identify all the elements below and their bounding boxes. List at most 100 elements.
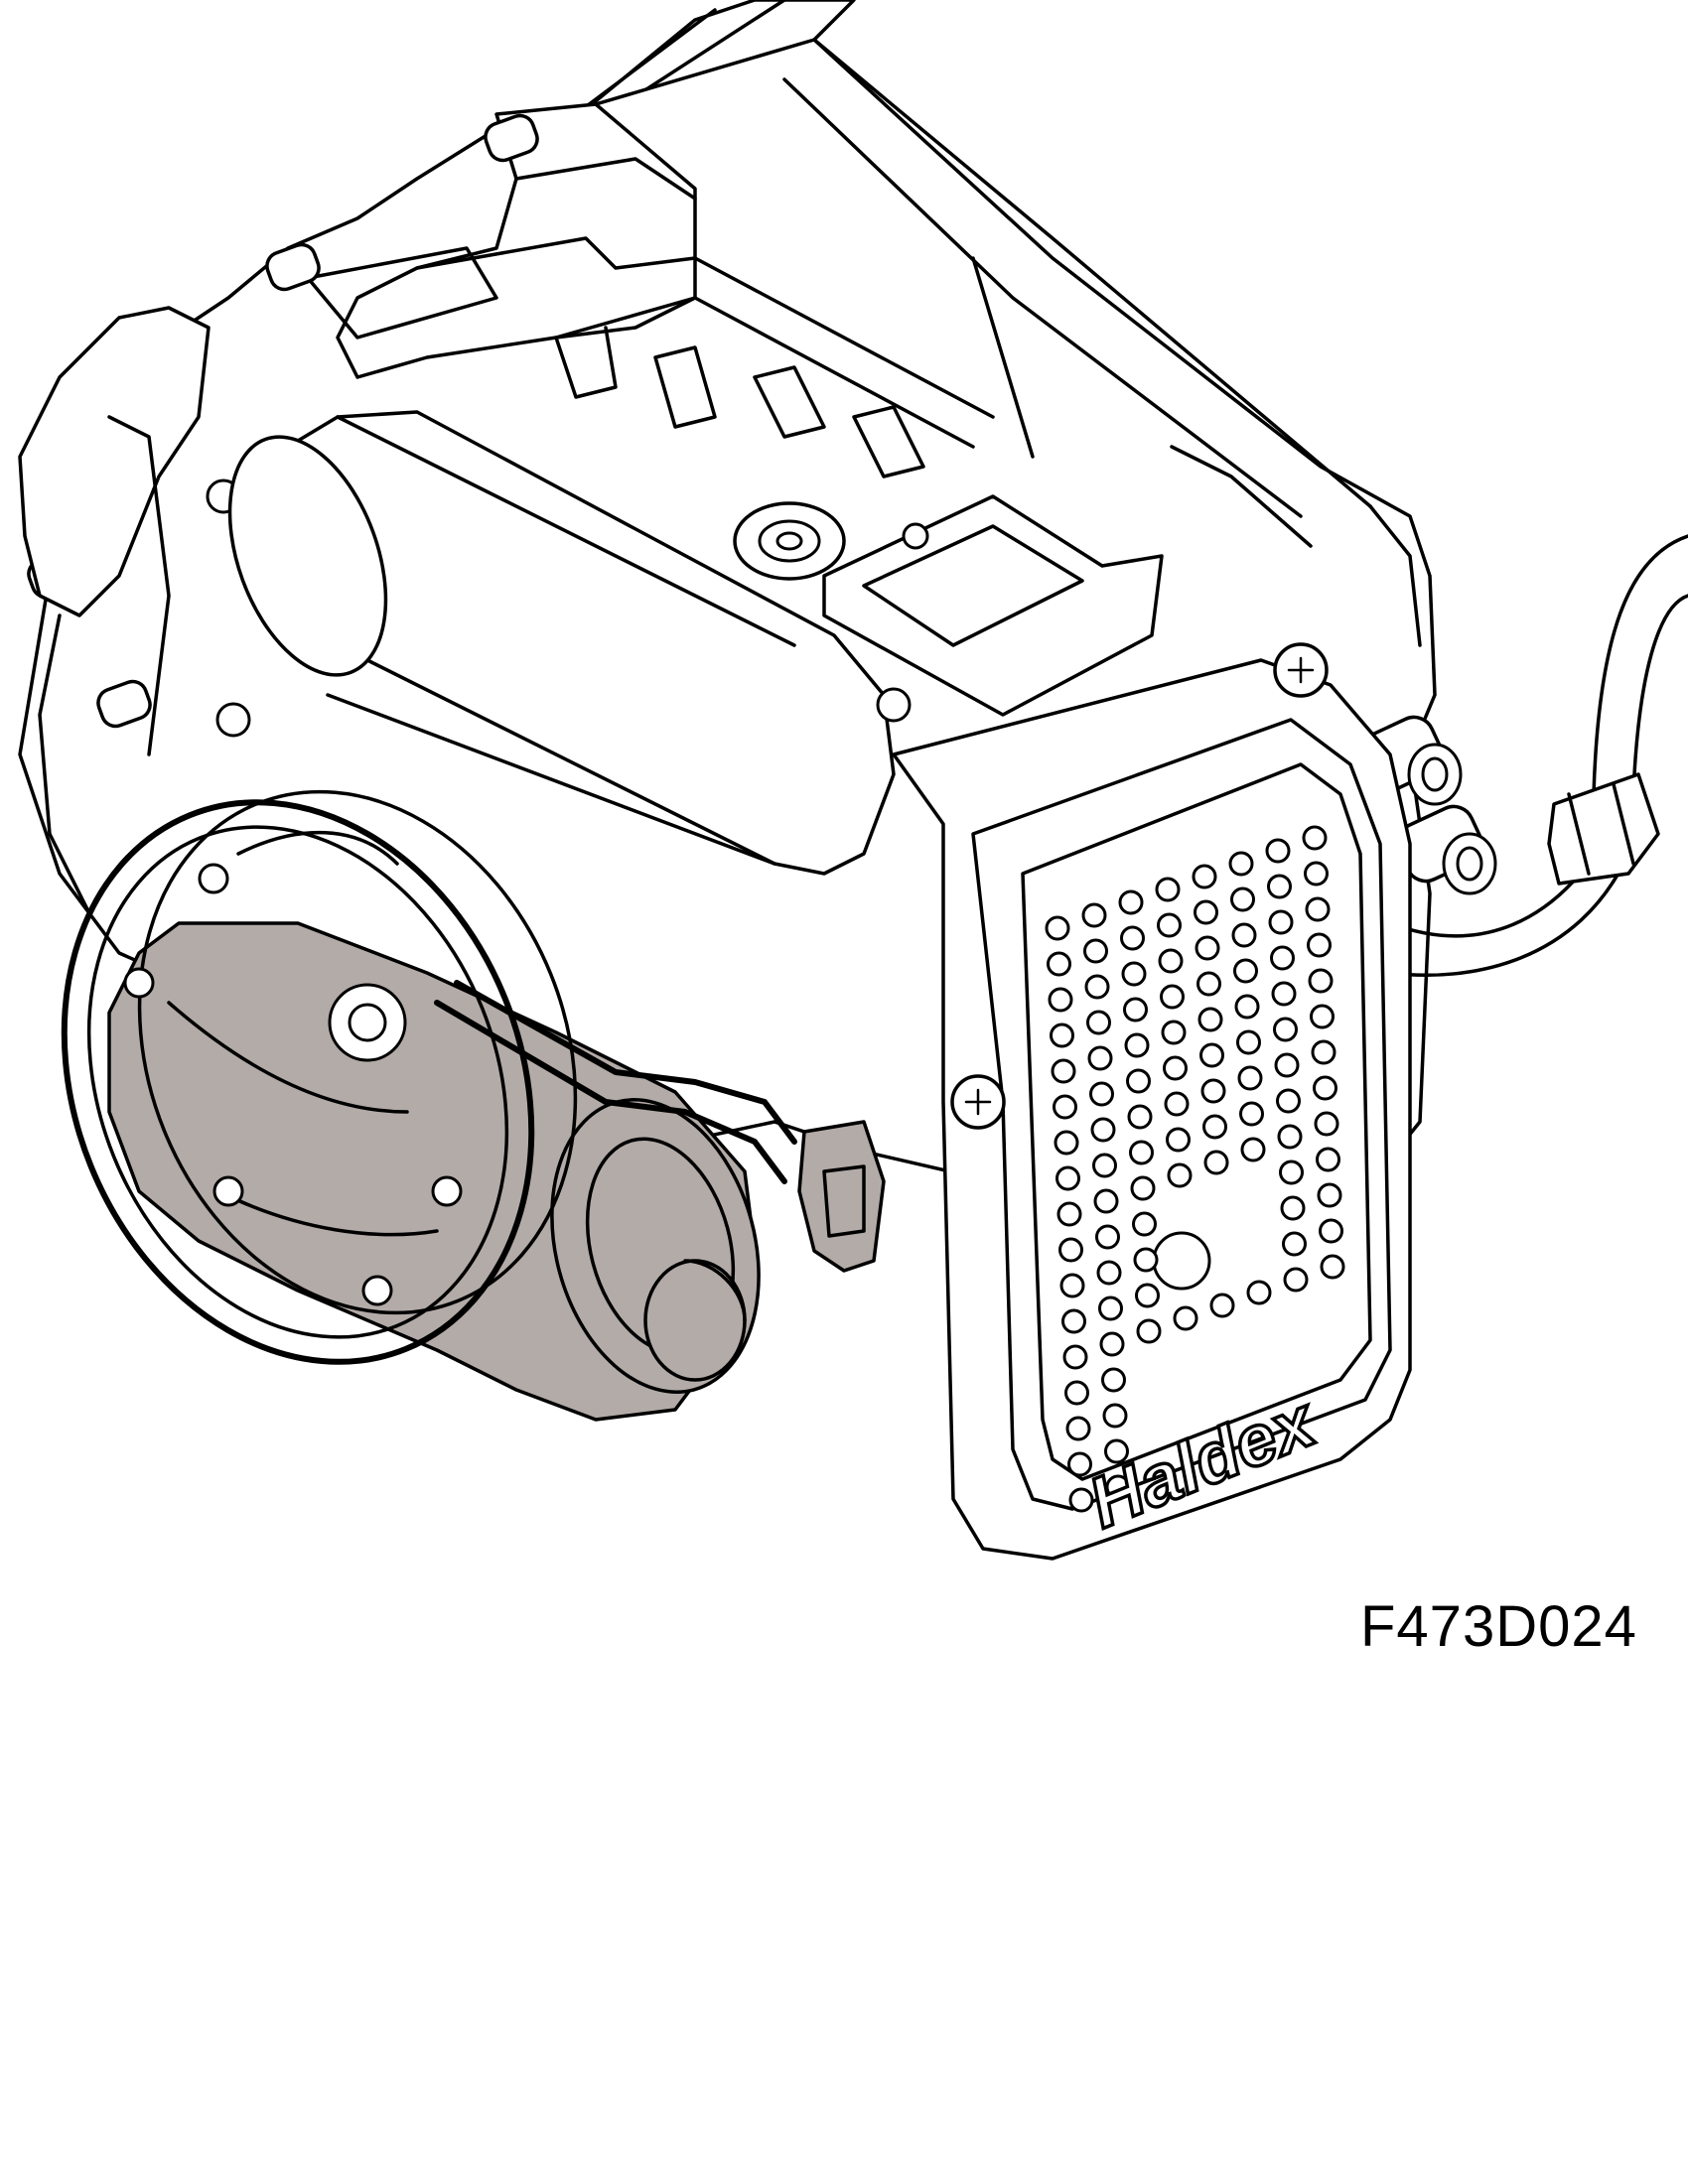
- vent-hole: [1267, 874, 1292, 899]
- left-flange: [18, 306, 211, 915]
- vent-hole: [1045, 915, 1070, 941]
- vent-hole: [1279, 1160, 1304, 1185]
- coupling-ring: [61, 789, 578, 1365]
- filter-plate: [733, 494, 1164, 717]
- vent-hole: [1164, 1091, 1190, 1117]
- vent-hole: [1102, 1403, 1128, 1429]
- vent-hole: [1230, 887, 1255, 912]
- vent-hole: [1283, 1267, 1309, 1293]
- vent-hole: [1320, 1254, 1345, 1280]
- vent-hole: [1202, 1114, 1227, 1140]
- vent-hole: [1132, 1211, 1157, 1237]
- highlighted-pump-assembly: [107, 921, 886, 1422]
- vent-hole: [1064, 1380, 1089, 1406]
- vent-hole: [1048, 987, 1073, 1013]
- wiring-hose: [1388, 534, 1688, 977]
- vent-hole: [1121, 961, 1147, 987]
- vent-hole: [1273, 1017, 1298, 1042]
- pump-motor-cylinder: [227, 410, 912, 876]
- vent-hole: [1302, 825, 1328, 851]
- vent-hole: [1319, 1218, 1343, 1244]
- vent-hole: [1126, 1068, 1151, 1094]
- vent-hole: [1054, 1130, 1079, 1156]
- vent-hole: [1067, 1451, 1092, 1477]
- vent-hole: [1311, 1039, 1336, 1065]
- vent-hole: [1196, 971, 1221, 997]
- vent-hole: [1310, 1004, 1335, 1029]
- vent-hole: [1086, 1010, 1111, 1035]
- vent-hole: [1194, 899, 1218, 925]
- vent-hole: [1120, 925, 1145, 951]
- vent-hole: [1314, 1111, 1339, 1137]
- vent-hole: [1050, 1023, 1074, 1048]
- haldex-coupling-illustration: Haldex: [18, 0, 1688, 1561]
- vent-hole: [1123, 997, 1148, 1023]
- vent-hole: [1062, 1344, 1088, 1370]
- vent-hole: [1239, 1101, 1264, 1127]
- vent-hole: [1271, 981, 1297, 1007]
- vent-hole: [1104, 1438, 1129, 1464]
- vent-hole: [1090, 1117, 1116, 1143]
- vent-hole: [1167, 1162, 1193, 1188]
- vent-hole: [1274, 1052, 1300, 1078]
- vent-hole: [1129, 1140, 1154, 1165]
- vent-hole: [1200, 1078, 1226, 1104]
- vent-hole: [1265, 838, 1291, 864]
- vent-hole: [1127, 1104, 1153, 1130]
- vent-hole: [1268, 909, 1294, 935]
- vent-hole: [1089, 1081, 1114, 1107]
- vent-hole: [1173, 1305, 1198, 1331]
- vent-hole: [1081, 902, 1107, 928]
- vent-hole: [1061, 1308, 1086, 1334]
- valve-block: [306, 102, 995, 478]
- pressure-fittings: [1355, 715, 1497, 895]
- vent-hole: [1317, 1182, 1342, 1208]
- vent-hole: [1199, 1042, 1224, 1068]
- vent-hole: [1092, 1153, 1117, 1178]
- vent-hole: [1095, 1224, 1120, 1250]
- vent-hole: [1051, 1058, 1076, 1084]
- vent-hole: [1099, 1331, 1125, 1357]
- vent-hole: [1209, 1293, 1235, 1318]
- vent-hole: [1101, 1367, 1126, 1393]
- vent-hole: [1068, 1487, 1094, 1513]
- vent-hole: [1305, 896, 1331, 922]
- vent-hole: [1246, 1280, 1272, 1305]
- vent-hole: [1233, 958, 1258, 984]
- vent-hole: [1105, 1474, 1131, 1500]
- vent-hole: [1231, 922, 1257, 948]
- vent-hole: [1065, 1416, 1091, 1441]
- vent-hole: [1228, 851, 1254, 877]
- vent-hole: [1280, 1195, 1306, 1221]
- vent-hole: [1304, 861, 1329, 887]
- vent-hole: [1236, 1029, 1261, 1055]
- vent-hole: [1307, 932, 1332, 958]
- vent-hole: [1133, 1247, 1159, 1273]
- vent-hole: [1161, 1020, 1187, 1045]
- vent-hole: [1240, 1137, 1266, 1162]
- vent-hole: [1096, 1260, 1122, 1286]
- vent-hole: [1055, 1165, 1080, 1191]
- vent-hole: [1118, 889, 1144, 915]
- vent-hole: [1047, 951, 1071, 977]
- cover-vent-holes: [1045, 825, 1345, 1513]
- vent-hole: [1282, 1231, 1307, 1257]
- vent-hole: [1058, 1237, 1083, 1263]
- vent-hole: [1056, 1201, 1082, 1227]
- vent-hole: [1158, 948, 1184, 974]
- vent-hole: [1059, 1273, 1085, 1298]
- vent-hole: [1237, 1065, 1263, 1091]
- vent-hole: [1155, 877, 1181, 902]
- vent-hole: [1316, 1147, 1340, 1172]
- vent-hole: [1136, 1318, 1162, 1344]
- vent-hole: [1157, 912, 1182, 938]
- vent-hole: [1276, 1088, 1301, 1114]
- vent-hole: [1308, 968, 1334, 994]
- vent-hole: [1130, 1175, 1156, 1201]
- vent-hole: [1163, 1055, 1188, 1081]
- vent-hole: [1166, 1127, 1191, 1153]
- vent-hole: [1124, 1032, 1150, 1058]
- vent-hole: [1192, 864, 1217, 889]
- vent-hole: [1083, 938, 1108, 964]
- vent-hole: [1053, 1094, 1077, 1120]
